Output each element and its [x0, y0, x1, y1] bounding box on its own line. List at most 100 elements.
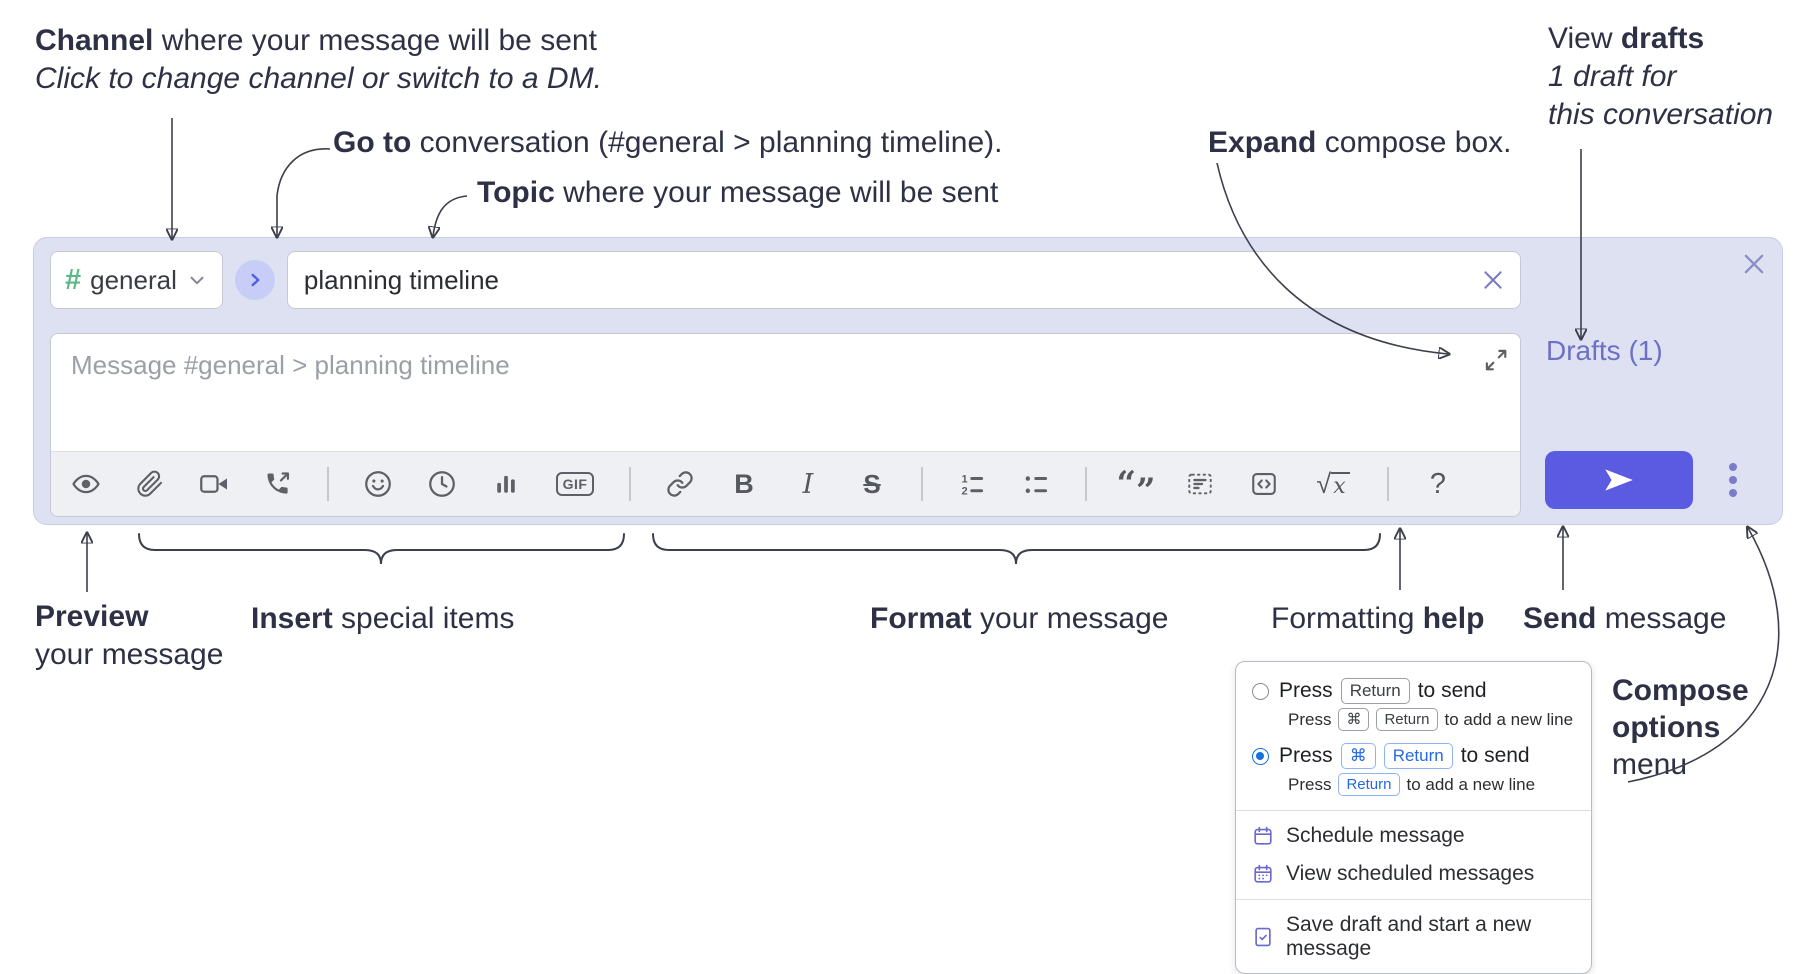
format-annotation: Format your message [870, 602, 1169, 635]
chevron-down-icon [190, 276, 204, 285]
return-key: Return [1340, 678, 1410, 704]
audio-call-button[interactable] [261, 467, 295, 501]
math-icon: √x [1316, 469, 1350, 500]
channel-annotation-bold: Channel [35, 24, 154, 57]
close-icon [1484, 271, 1502, 289]
strikethrough-button[interactable]: S [855, 467, 889, 501]
preview-annotation: Preview your message [35, 600, 224, 671]
numbered-list-button[interactable]: 1 2 [955, 467, 989, 501]
return-key: Return [1338, 773, 1400, 796]
emoji-button[interactable] [361, 467, 395, 501]
numbered-list-icon: 1 2 [962, 473, 984, 498]
clear-topic-button[interactable] [1480, 267, 1506, 298]
formatting-help-button[interactable]: ? [1421, 467, 1455, 501]
svg-text:2: 2 [962, 486, 968, 498]
eye-icon [72, 474, 100, 494]
save-draft-icon [1255, 927, 1271, 947]
compose-options-menu-button[interactable] [1729, 463, 1737, 497]
preview-button[interactable] [69, 467, 103, 501]
send-button[interactable] [1545, 451, 1693, 509]
expand-icon [1485, 349, 1507, 371]
channel-selector[interactable]: # general [50, 251, 223, 309]
dot [1729, 489, 1737, 497]
dot [1729, 463, 1737, 471]
topic-annotation: Topic where your message will be sent [477, 176, 999, 209]
insert-annotation: Insert special items [251, 602, 515, 635]
video-call-button[interactable] [197, 467, 231, 501]
cmd-enter-sends-option[interactable]: Press ⌘ Return to send [1236, 739, 1591, 771]
channel-annotation-rest: where your message will be sent [153, 24, 597, 57]
message-placeholder: Message #general > planning timeline [71, 350, 510, 380]
compose-options-popup: Press Return to send Press ⌘ Return to a… [1235, 661, 1592, 974]
schedule-message-item[interactable]: Schedule message [1236, 817, 1591, 855]
bold-button[interactable]: B [727, 467, 761, 501]
close-icon [1744, 254, 1764, 274]
popup-divider [1236, 810, 1591, 811]
channel-hash-icon: # [65, 263, 82, 296]
bar-chart-icon [497, 475, 515, 493]
bold-icon: B [734, 468, 754, 499]
paperclip-icon [137, 470, 163, 497]
chevron-right-icon [251, 273, 260, 287]
save-draft-item[interactable]: Save draft and start a new message [1236, 906, 1591, 973]
expand-annotation: Expand compose box. [1208, 126, 1512, 159]
dot [1729, 476, 1737, 484]
formatting-help-annotation: Formatting help [1271, 602, 1485, 635]
schedule-time-button[interactable] [425, 467, 459, 501]
format-brace [652, 533, 1381, 565]
phone-call-icon [267, 472, 290, 494]
question-mark-icon: ? [1429, 467, 1447, 500]
message-textarea[interactable]: Message #general > planning timeline [51, 334, 1520, 451]
link-button[interactable] [663, 467, 697, 501]
radio-unselected-icon[interactable] [1252, 682, 1269, 700]
bulleted-list-button[interactable] [1019, 467, 1053, 501]
return-key: Return [1376, 708, 1438, 731]
compose-box: # general planning timeline [33, 237, 1783, 525]
popup-divider [1236, 899, 1591, 900]
poll-button[interactable] [489, 467, 523, 501]
quote-button[interactable]: “” [1116, 464, 1156, 511]
toolbar-divider [921, 467, 923, 501]
goto-connector-line [277, 148, 331, 236]
italic-button[interactable]: I [791, 467, 825, 501]
compose-toolbar: GIF B I S [51, 451, 1520, 516]
calendar-grid-icon [1254, 864, 1272, 883]
enter-sends-sub: Press ⌘ Return to add a new line [1236, 706, 1591, 739]
gif-button[interactable]: GIF [553, 467, 597, 501]
return-key: Return [1383, 743, 1453, 769]
compose-right-column: Drafts (1) [1536, 333, 1776, 515]
cmd-enter-sends-sub: Press Return to add a new line [1236, 771, 1591, 804]
radio-selected-icon[interactable] [1252, 747, 1269, 765]
expand-compose-button[interactable] [1482, 346, 1508, 377]
close-compose-button[interactable] [1740, 250, 1768, 283]
attach-file-button[interactable] [133, 467, 167, 501]
channel-name: general [90, 264, 177, 295]
quote-icon: “” [1116, 464, 1156, 511]
topic-input[interactable]: planning timeline [286, 251, 1521, 309]
clock-icon [429, 471, 455, 497]
code-button[interactable] [1247, 467, 1281, 501]
toolbar-divider [327, 467, 329, 501]
view-scheduled-messages-item[interactable]: View scheduled messages [1236, 855, 1591, 893]
bulleted-list-icon [1025, 476, 1048, 493]
send-annotation: Send message [1523, 602, 1727, 635]
channel-annotation-line2: Click to change channel or switch to a D… [35, 62, 602, 95]
toolbar-divider [1085, 467, 1087, 501]
strikethrough-icon: S [863, 468, 881, 499]
compose-options-annotation: Compose options menu [1612, 674, 1749, 781]
topic-connector-line [433, 195, 468, 236]
spoiler-icon [1188, 473, 1212, 495]
drafts-link[interactable]: Drafts (1) [1546, 335, 1663, 366]
insert-brace [138, 533, 625, 565]
cmd-key: ⌘ [1340, 743, 1376, 769]
math-button[interactable]: √x [1311, 467, 1355, 501]
channel-annotation: Channel where your message will be sent … [35, 22, 602, 98]
goto-conversation-button[interactable] [234, 260, 275, 300]
spoiler-button[interactable] [1183, 467, 1217, 501]
goto-annotation: Go to conversation (#general > planning … [333, 126, 1003, 159]
gif-icon: GIF [555, 472, 595, 496]
enter-sends-option[interactable]: Press Return to send [1236, 674, 1591, 706]
message-compose-area: Message #general > planning timeline [50, 333, 1521, 517]
smiley-icon [365, 471, 391, 497]
italic-icon: I [802, 468, 814, 500]
